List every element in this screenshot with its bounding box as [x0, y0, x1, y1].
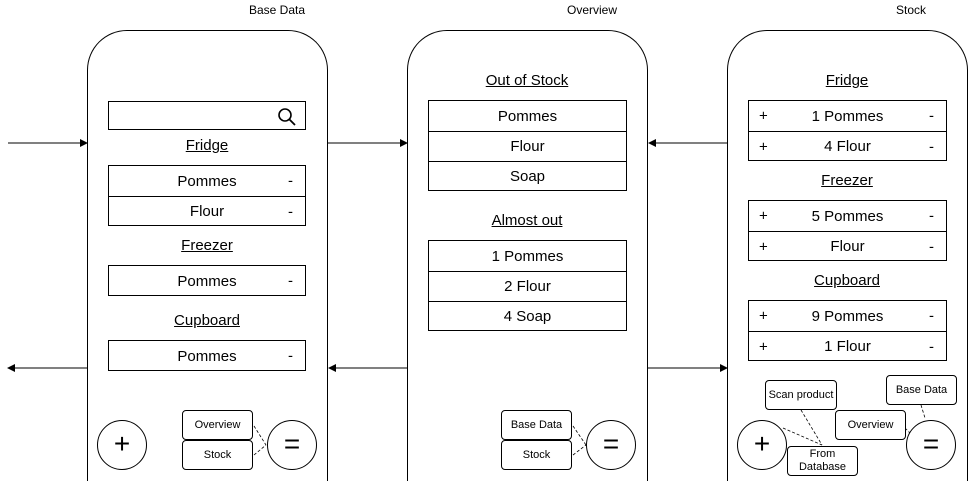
section-heading-out-of-stock: Out of Stock — [485, 72, 569, 89]
item-list-almost-out: 1 Pommes 2 Flour 4 Soap — [428, 240, 627, 331]
decrement-button[interactable]: - — [929, 138, 934, 155]
list-item[interactable]: + Flour - — [749, 231, 946, 261]
list-item[interactable]: Pommes - — [109, 266, 305, 296]
add-button[interactable]: + — [737, 420, 787, 470]
increment-button[interactable]: + — [759, 207, 768, 225]
item-label: 1 Flour — [824, 338, 871, 355]
remove-item-button[interactable]: - — [288, 203, 293, 220]
add-option-scan-product[interactable]: Scan product — [765, 380, 837, 410]
menu-item-stock[interactable]: Stock — [182, 440, 253, 470]
item-label: 1 Pommes — [811, 107, 884, 125]
increment-button[interactable]: + — [759, 238, 768, 255]
list-item[interactable]: Soap — [429, 161, 626, 191]
list-item[interactable]: 1 Pommes — [429, 241, 626, 271]
decrement-button[interactable]: - — [929, 338, 934, 355]
remove-item-button[interactable]: - — [288, 172, 293, 190]
item-label: Pommes — [177, 172, 237, 190]
add-option-from-database[interactable]: From Database — [787, 446, 858, 476]
increment-button[interactable]: + — [759, 307, 768, 325]
item-label: Flour — [830, 238, 865, 255]
item-label: 9 Pommes — [811, 307, 884, 325]
item-label: Pommes — [497, 107, 558, 125]
list-item[interactable]: + 1 Flour - — [749, 331, 946, 361]
increment-button[interactable]: + — [759, 107, 768, 125]
screen-title-base-data: Base Data — [249, 3, 306, 17]
menu-icon: = — [922, 428, 940, 459]
list-item[interactable]: Pommes - — [109, 166, 305, 196]
decrement-button[interactable]: - — [929, 238, 934, 255]
list-item[interactable]: Flour - — [109, 196, 305, 226]
increment-button[interactable]: + — [759, 138, 768, 155]
list-item[interactable]: + 5 Pommes - — [749, 201, 946, 231]
section-heading-freezer: Freezer — [821, 172, 873, 189]
item-label: 1 Pommes — [491, 247, 564, 265]
list-item[interactable]: 2 Flour — [429, 271, 626, 301]
section-heading-cupboard: Cupboard — [814, 272, 880, 289]
add-button[interactable]: + — [97, 420, 147, 470]
list-item[interactable]: + 9 Pommes - — [749, 301, 946, 331]
menu-item-stock[interactable]: Stock — [501, 440, 572, 470]
list-item[interactable]: 4 Soap — [429, 301, 626, 331]
list-item[interactable]: Flour — [429, 131, 626, 161]
remove-item-button[interactable]: - — [288, 347, 293, 365]
item-label: 2 Flour — [504, 278, 551, 295]
item-list-fridge: Pommes - Flour - — [108, 165, 306, 226]
item-label: Flour — [189, 203, 225, 220]
list-item[interactable]: Pommes - — [109, 341, 305, 371]
menu-item-overview[interactable]: Overview — [835, 410, 906, 440]
screen-title-overview: Overview — [567, 3, 618, 17]
menu-item-base-data[interactable]: Base Data — [501, 410, 572, 440]
item-label: 4 Soap — [503, 308, 552, 325]
list-item[interactable]: + 1 Pommes - — [749, 101, 946, 131]
remove-item-button[interactable]: - — [288, 272, 293, 290]
decrement-button[interactable]: - — [929, 207, 934, 225]
menu-item-base-data[interactable]: Base Data — [886, 375, 957, 405]
item-label: Pommes — [177, 272, 237, 290]
section-heading-freezer: Freezer — [181, 237, 233, 254]
item-list-out-of-stock: Pommes Flour Soap — [428, 100, 627, 191]
stock-list-fridge: + 1 Pommes - + 4 Flour - — [748, 100, 947, 161]
increment-button[interactable]: + — [759, 338, 768, 355]
menu-button[interactable]: = — [267, 420, 317, 470]
decrement-button[interactable]: - — [929, 307, 934, 325]
stock-list-cupboard: + 9 Pommes - + 1 Flour - — [748, 300, 947, 361]
section-heading-cupboard: Cupboard — [174, 312, 240, 329]
item-list-freezer: Pommes - — [108, 265, 306, 296]
item-label: Flour — [510, 138, 545, 155]
screen-title-stock: Stock — [896, 3, 927, 17]
item-label: 4 Flour — [824, 138, 871, 155]
section-heading-almost-out: Almost out — [491, 212, 563, 229]
plus-icon: + — [113, 428, 131, 459]
menu-button[interactable]: = — [906, 420, 956, 470]
menu-icon: = — [602, 428, 620, 459]
stock-list-freezer: + 5 Pommes - + Flour - — [748, 200, 947, 261]
menu-item-overview[interactable]: Overview — [182, 410, 253, 440]
section-heading-fridge: Fridge — [825, 72, 869, 89]
list-item[interactable]: + 4 Flour - — [749, 131, 946, 161]
item-label: Pommes — [177, 347, 237, 365]
section-heading-fridge: Fridge — [185, 137, 229, 154]
search-input[interactable] — [108, 101, 306, 130]
menu-button[interactable]: = — [586, 420, 636, 470]
item-list-cupboard: Pommes - — [108, 340, 306, 371]
item-label: Soap — [509, 168, 546, 185]
list-item[interactable]: Pommes — [429, 101, 626, 131]
search-icon — [278, 108, 296, 126]
plus-icon: + — [753, 428, 771, 459]
decrement-button[interactable]: - — [929, 107, 934, 125]
item-label: 5 Pommes — [811, 207, 884, 225]
menu-icon: = — [283, 428, 301, 459]
